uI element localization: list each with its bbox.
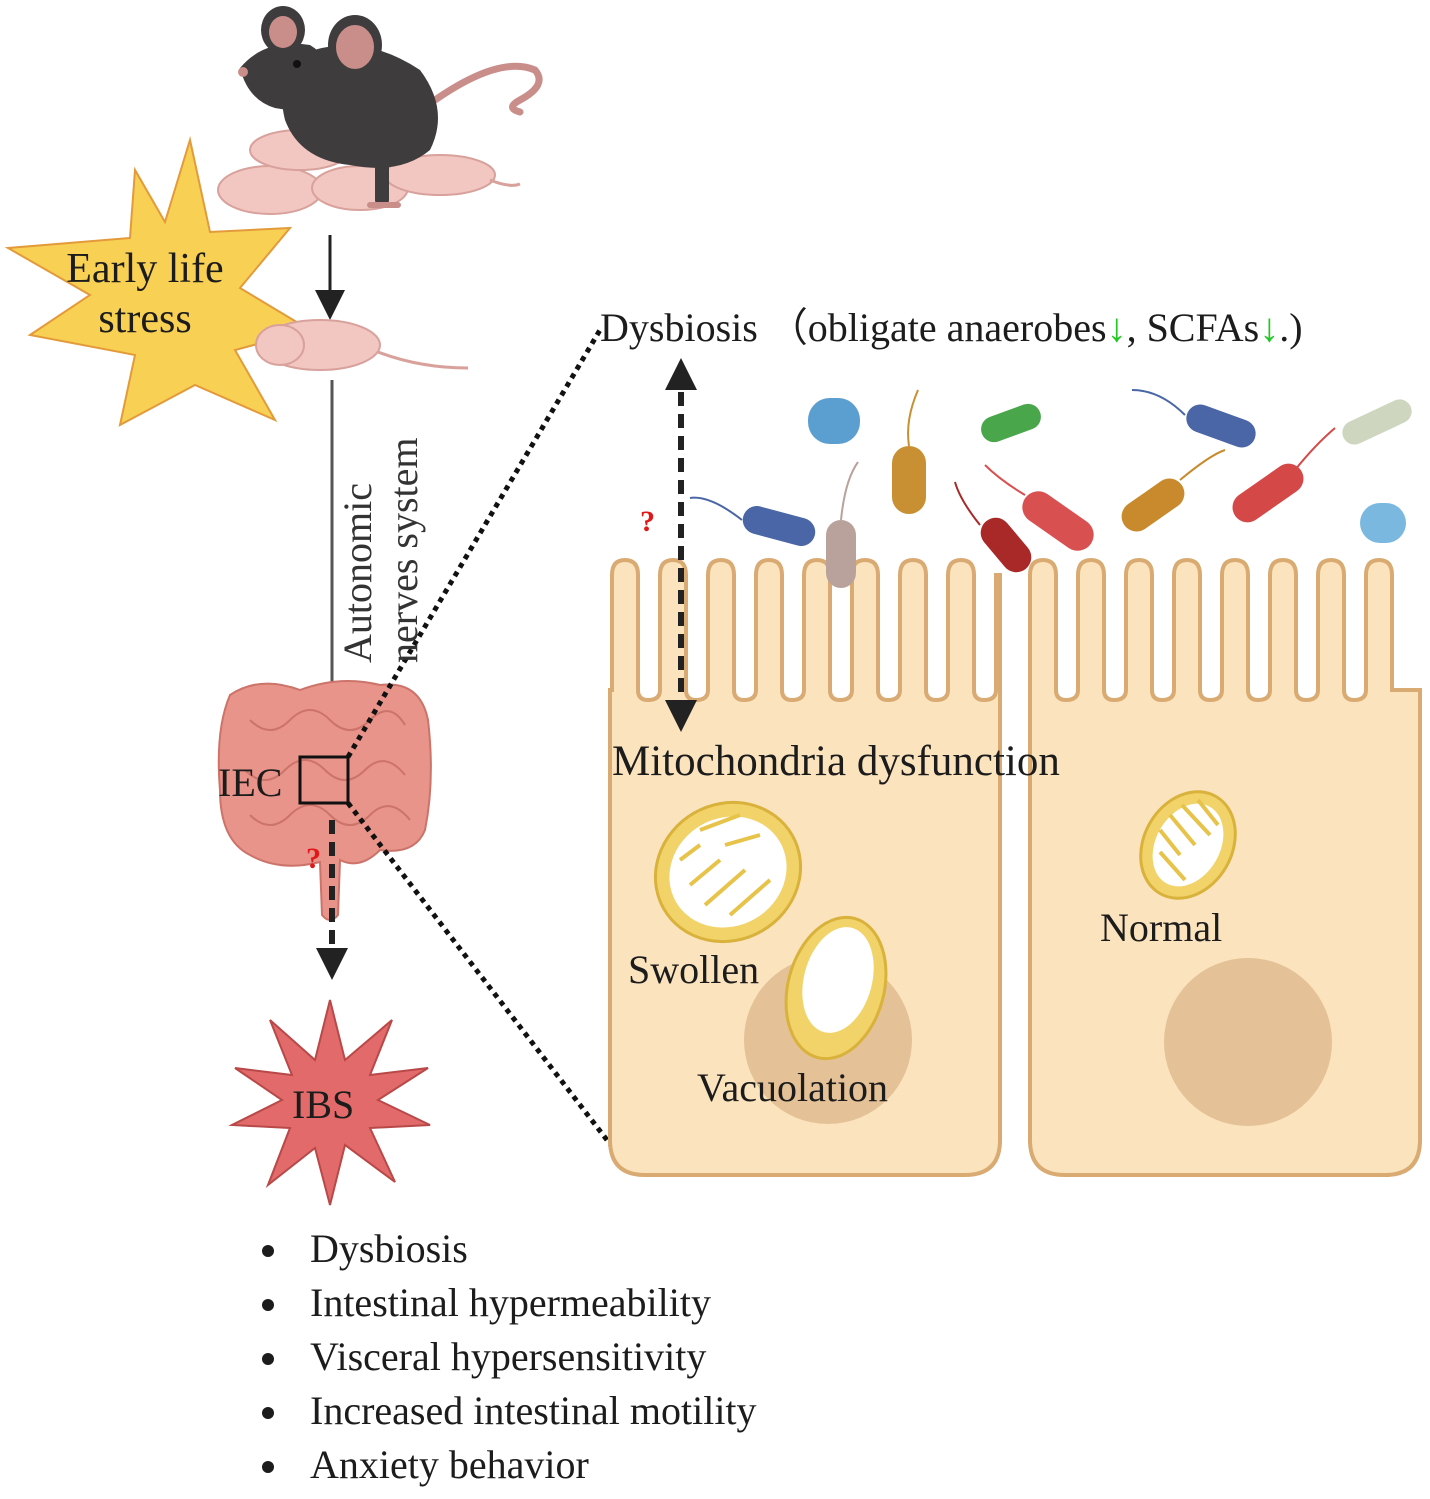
dysbiosis-detail-mid: , SCFAs <box>1126 305 1260 350</box>
early-life-stress-label: Early life stress <box>35 244 255 344</box>
list-item: Dysbiosis <box>250 1222 757 1276</box>
vacuolation-label: Vacuolation <box>697 1065 889 1110</box>
list-item: Visceral hypersensitivity <box>250 1330 757 1384</box>
bacteria-icon <box>689 389 1412 588</box>
early-life-stress-star <box>4 136 313 427</box>
down-arrow-anaerobes: ↓ <box>1106 305 1127 350</box>
zoom-line-bottom <box>346 801 632 1172</box>
dysbiosis-detail-open: （obligate anaerobes <box>767 305 1107 350</box>
early-life-stress-line1: Early life <box>66 246 224 292</box>
ibs-star <box>228 999 431 1206</box>
autonomic-label: Autonomic nerves system <box>335 437 427 663</box>
mitochondria-icon <box>653 790 1237 1061</box>
list-item: Increased intestinal motility <box>250 1384 757 1438</box>
pup-icon <box>255 319 469 371</box>
mito-label: Mitochondria dysfunction <box>612 738 1060 785</box>
symptom-list: Dysbiosis Intestinal hypermeability Visc… <box>250 1222 757 1492</box>
autonomic-line2: nerves system <box>381 437 426 663</box>
swollen-label: Swollen <box>628 947 760 992</box>
dysbiosis-header: Dysbiosis （obligate anaerobes↓, SCFAs↓.) <box>600 308 1303 348</box>
autonomic-line1: Autonomic <box>335 483 380 663</box>
zoom-line-top <box>345 328 603 759</box>
iec-box <box>298 755 350 805</box>
mouse-icon <box>217 6 543 215</box>
ibs-label: IBS <box>292 1082 355 1127</box>
list-item: Intestinal hypermeability <box>250 1276 757 1330</box>
normal-label: Normal <box>1100 905 1223 950</box>
dysbiosis-title: Dysbiosis <box>600 305 758 350</box>
question-mark-gut: ? <box>306 842 321 875</box>
down-arrow-scfas: ↓ <box>1259 305 1280 350</box>
list-item: Anxiety behavior <box>250 1438 757 1492</box>
iec-label: IEC <box>218 760 283 805</box>
question-mark-cell: ? <box>640 505 655 538</box>
intestine-icon <box>217 680 432 921</box>
early-life-stress-line2: stress <box>98 296 192 342</box>
dysbiosis-detail-close: .) <box>1279 305 1303 350</box>
nucleus-right <box>1164 958 1332 1126</box>
